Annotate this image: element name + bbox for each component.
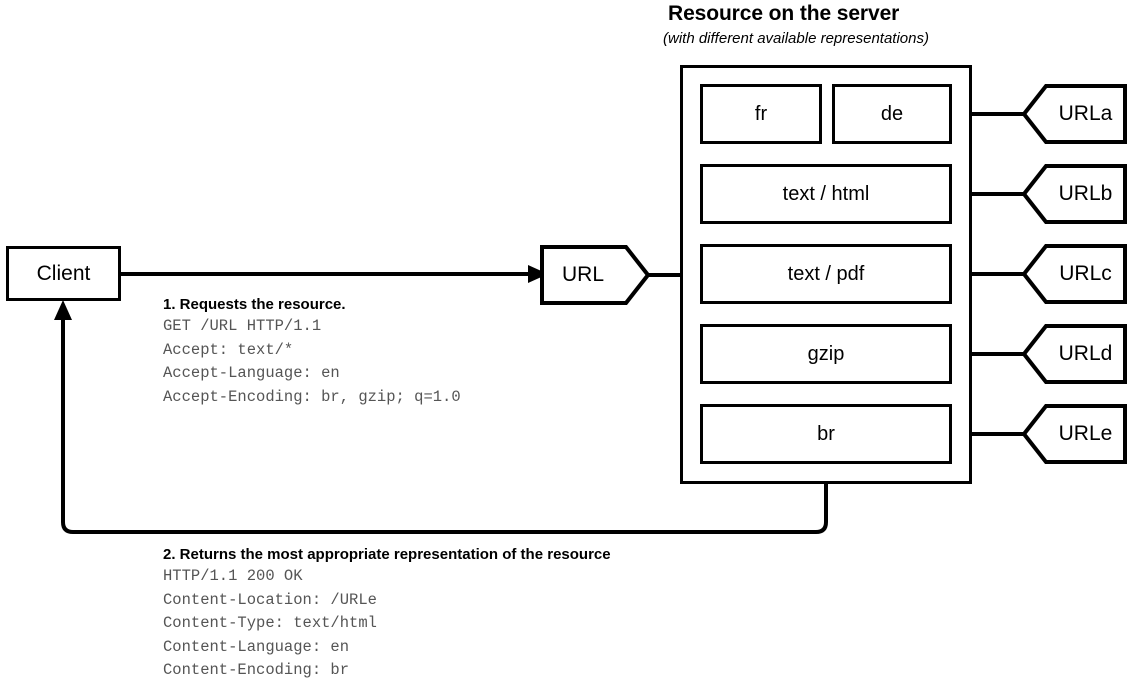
- url-tag-a[interactable]: URLa: [1021, 84, 1127, 144]
- url-tag-shape: [1021, 404, 1127, 464]
- url-tag-c[interactable]: URLc: [1021, 244, 1127, 304]
- server-title: Resource on the server: [668, 2, 900, 25]
- server-subtitle: (with different available representation…: [663, 30, 929, 47]
- url-node-label: URL: [561, 263, 604, 286]
- url-tag-label: URLa: [1058, 102, 1113, 125]
- url-tag-shape: [1021, 244, 1127, 304]
- representation-label: text / html: [782, 182, 870, 205]
- representation-label: de: [880, 102, 904, 125]
- url-tag-d[interactable]: URLd: [1021, 324, 1127, 384]
- response-note: 2. Returns the most appropriate represen…: [163, 545, 611, 679]
- client-label: Client: [36, 261, 91, 285]
- url-node[interactable]: URL: [540, 245, 651, 305]
- response-path-line: [61, 312, 828, 534]
- url-node-shape: [540, 245, 651, 305]
- representation-box-de[interactable]: de: [832, 84, 952, 144]
- representation-label: fr: [754, 102, 768, 125]
- url-tag-label: URLc: [1059, 262, 1112, 285]
- representation-box-text-html[interactable]: text / html: [700, 164, 952, 224]
- representation-label: br: [817, 422, 835, 445]
- response-arrow-head: [54, 300, 72, 320]
- url-tag-label: URLe: [1058, 422, 1113, 445]
- request-arrow-head: [528, 265, 548, 283]
- url-tag-shape: [1021, 324, 1127, 384]
- representation-label: text / pdf: [787, 262, 865, 285]
- url-tag-label: URLb: [1058, 182, 1113, 205]
- url-tag-label: URLd: [1058, 342, 1113, 365]
- url-tag-b[interactable]: URLb: [1021, 164, 1127, 224]
- url-tag-shape: [1021, 84, 1127, 144]
- representation-label: gzip: [807, 342, 845, 365]
- representation-box-gzip[interactable]: gzip: [700, 324, 952, 384]
- client-box[interactable]: Client: [6, 246, 121, 301]
- request-note-title: 1. Requests the resource.: [163, 296, 346, 313]
- representation-box-fr[interactable]: fr: [700, 84, 822, 144]
- request-note: 1. Requests the resource. GET /URL HTTP/…: [163, 295, 461, 409]
- response-note-title: 2. Returns the most appropriate represen…: [163, 546, 611, 563]
- response-note-body: HTTP/1.1 200 OK Content-Location: /URLe …: [163, 567, 377, 679]
- url-tag-e[interactable]: URLe: [1021, 404, 1127, 464]
- url-tag-shape: [1021, 164, 1127, 224]
- request-note-body: GET /URL HTTP/1.1 Accept: text/* Accept-…: [163, 317, 461, 406]
- representation-box-br[interactable]: br: [700, 404, 952, 464]
- representation-box-text-pdf[interactable]: text / pdf: [700, 244, 952, 304]
